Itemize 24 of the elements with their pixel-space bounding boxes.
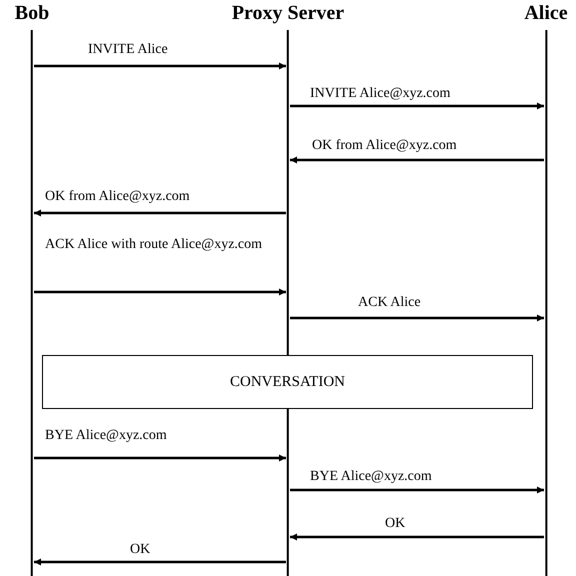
- message-arrow: [34, 210, 286, 216]
- message-arrow: [290, 156, 544, 164]
- message-arrow: [34, 288, 286, 296]
- edge-label: BYE Alice@xyz.com: [310, 468, 432, 486]
- message-arrow: [290, 486, 544, 494]
- edge-label: INVITE Alice: [88, 41, 168, 59]
- edge-label: OK from Alice@xyz.com: [45, 188, 190, 206]
- edge-label: ACK Alice: [358, 294, 421, 312]
- edge-label: BYE Alice@xyz.com: [45, 427, 167, 445]
- message-arrow: [290, 314, 544, 322]
- edge-label: OK from Alice@xyz.com: [312, 137, 457, 155]
- participant-label: Alice: [524, 1, 568, 26]
- edge-label: OK: [385, 515, 406, 533]
- message-arrow: [34, 454, 286, 462]
- edge-label: ACK Alice with route Alice@xyz.com: [45, 236, 264, 254]
- edge-label: INVITE Alice@xyz.com: [310, 85, 450, 103]
- message-arrow: [290, 102, 544, 110]
- message-arrow: [34, 558, 286, 566]
- conversation-box: CONVERSATION: [42, 355, 533, 409]
- participant-label: Proxy Server: [232, 1, 344, 26]
- edge-label: OK: [130, 541, 150, 559]
- participant-label: Bob: [14, 1, 50, 26]
- message-arrow: [290, 534, 544, 540]
- message-arrow: [34, 62, 286, 70]
